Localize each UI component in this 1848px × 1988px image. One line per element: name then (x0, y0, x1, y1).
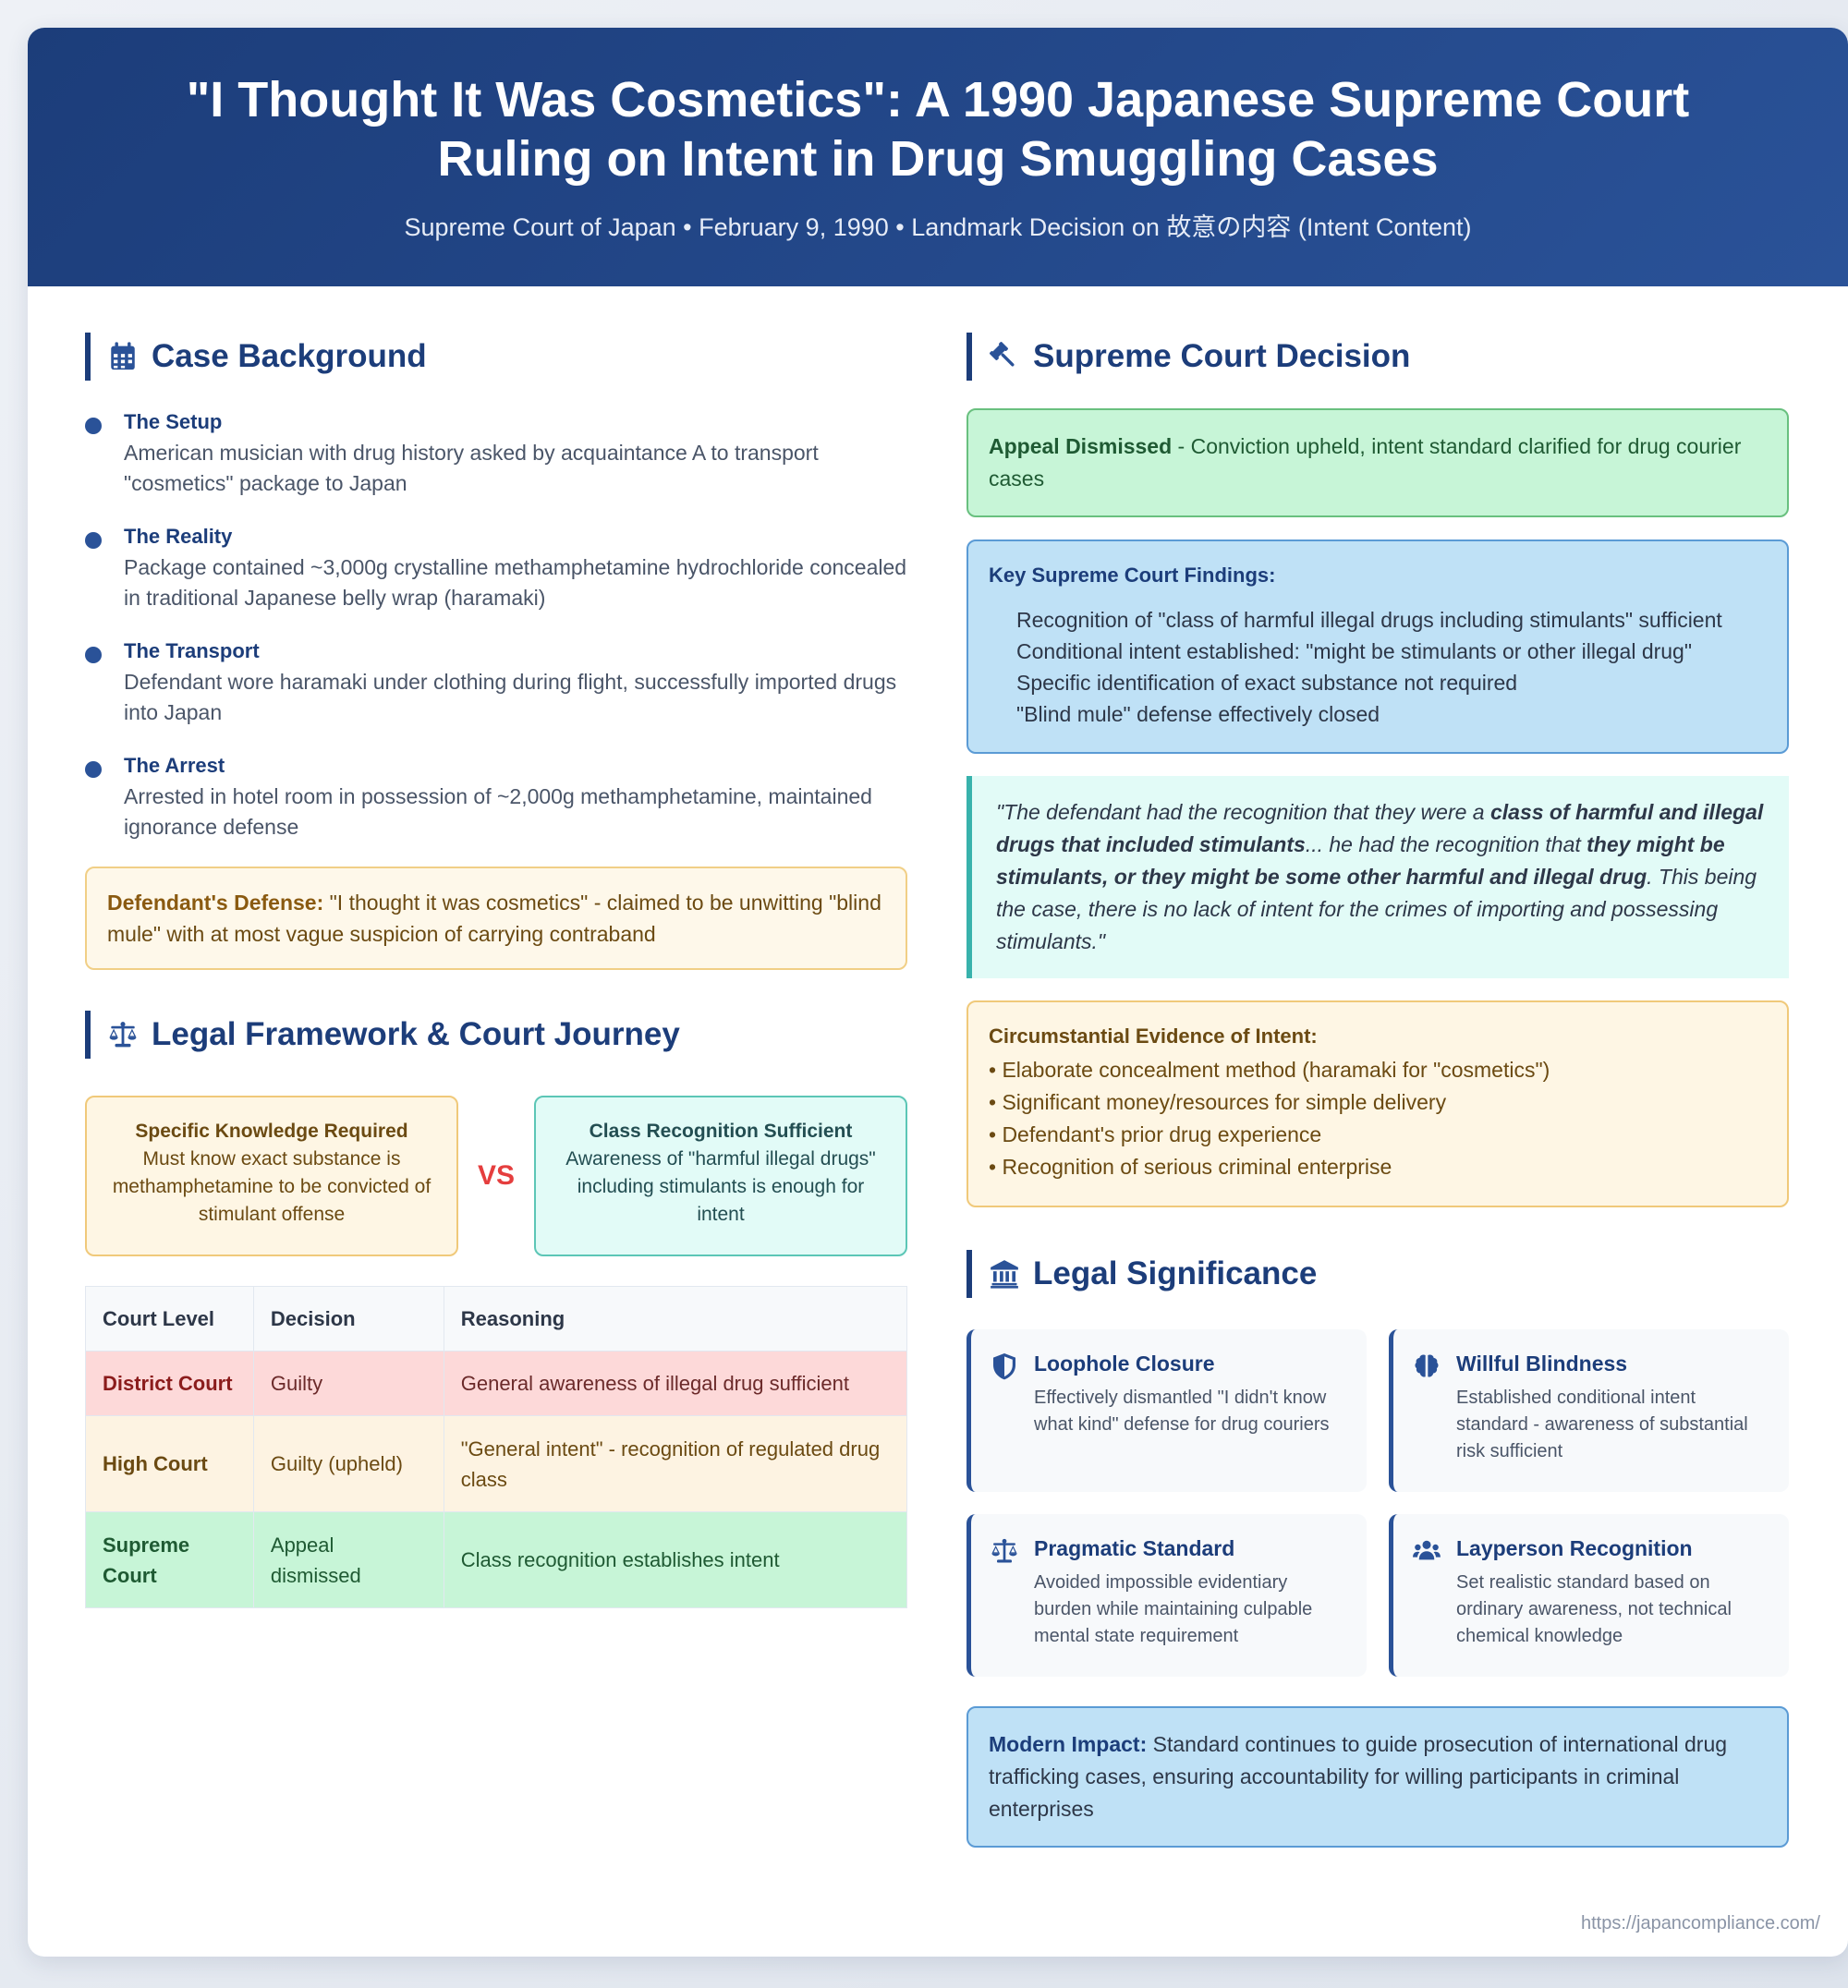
right-column: Supreme Court Decision Appeal Dismissed … (967, 333, 1789, 1848)
background-list: The Setup American musician with drug hi… (85, 408, 907, 842)
list-item: Recognition of "class of harmful illegal… (1016, 608, 1722, 632)
list-item: Specific identification of exact substan… (1016, 671, 1518, 695)
class-recognition-box: Class Recognition Sufficient Awareness o… (534, 1096, 907, 1256)
circumstantial-evidence-box: Circumstantial Evidence of Intent: • Ela… (967, 1000, 1789, 1207)
section-title-significance: Legal Significance (967, 1250, 1789, 1298)
defendant-defense-box: Defendant's Defense: "I thought it was c… (85, 867, 907, 970)
footer-url: https://japancompliance.com/ (1580, 1913, 1820, 1933)
findings-list: Recognition of "class of harmful illegal… (989, 604, 1767, 730)
significance-card-loophole: Loophole Closure Effectively dismantled … (967, 1329, 1367, 1492)
significance-card-willful-blindness: Willful Blindness Established conditiona… (1389, 1329, 1789, 1492)
calendar-icon (111, 342, 135, 370)
significance-card-pragmatic: Pragmatic Standard Avoided impossible ev… (967, 1514, 1367, 1677)
page-title: "I Thought It Was Cosmetics": A 1990 Jap… (186, 72, 1690, 187)
key-findings-box: Key Supreme Court Findings: Recognition … (967, 539, 1789, 754)
bullet-dot-icon (85, 647, 102, 663)
page-subtitle: Supreme Court of Japan • February 9, 199… (404, 213, 1472, 241)
list-item: • Recognition of serious criminal enterp… (989, 1155, 1392, 1179)
list-item: The Reality Package contained ~3,000g cr… (85, 523, 907, 613)
list-item: "Blind mule" defense effectively closed (1016, 702, 1380, 726)
intent-comparison: Specific Knowledge Required Must know ex… (85, 1096, 907, 1256)
list-item: The Arrest Arrested in hotel room in pos… (85, 752, 907, 842)
table-header-row: Court Level Decision Reasoning (85, 1286, 908, 1352)
list-item: The Transport Defendant wore haramaki un… (85, 637, 907, 728)
users-icon (1413, 1540, 1441, 1560)
table-row: District Court Guilty General awareness … (85, 1351, 908, 1416)
appeal-dismissed-box: Appeal Dismissed - Conviction upheld, in… (967, 408, 1789, 517)
modern-impact-box: Modern Impact: Standard continues to gui… (967, 1706, 1789, 1848)
table-row: Supreme Court Appeal dismissed Class rec… (85, 1511, 908, 1608)
landmark-icon (991, 1260, 1018, 1289)
list-item: The Setup American musician with drug hi… (85, 408, 907, 499)
bullet-dot-icon (85, 761, 102, 778)
gavel-icon (990, 342, 1015, 367)
section-title-background: Case Background (85, 333, 907, 381)
infographic-card: "I Thought It Was Cosmetics": A 1990 Jap… (28, 28, 1848, 1957)
header: "I Thought It Was Cosmetics": A 1990 Jap… (28, 28, 1848, 286)
bullet-dot-icon (85, 532, 102, 549)
court-quote: "The defendant had the recognition that … (967, 776, 1789, 978)
brain-icon (1415, 1354, 1439, 1377)
court-journey-table: Court Level Decision Reasoning District … (85, 1286, 908, 1608)
section-title-framework: Legal Framework & Court Journey (85, 1011, 907, 1059)
list-item: • Significant money/resources for simple… (989, 1090, 1447, 1114)
list-item: • Defendant's prior drug experience (989, 1122, 1322, 1146)
shield-icon (993, 1353, 1015, 1380)
vs-label: VS (477, 1160, 516, 1191)
left-column: Case Background The Setup American music… (85, 333, 908, 1608)
significance-card-layperson: Layperson Recognition Set realistic stan… (1389, 1514, 1789, 1677)
list-item: • Elaborate concealment method (haramaki… (989, 1058, 1550, 1082)
scale-icon (109, 1022, 137, 1048)
table-row: High Court Guilty (upheld) "General inte… (85, 1415, 908, 1512)
scale-icon (991, 1538, 1017, 1563)
specific-knowledge-box: Specific Knowledge Required Must know ex… (85, 1096, 458, 1256)
section-title-decision: Supreme Court Decision (967, 333, 1789, 381)
bullet-dot-icon (85, 418, 102, 434)
list-item: Conditional intent established: "might b… (1016, 639, 1693, 663)
significance-grid: Loophole Closure Effectively dismantled … (967, 1329, 1789, 1677)
